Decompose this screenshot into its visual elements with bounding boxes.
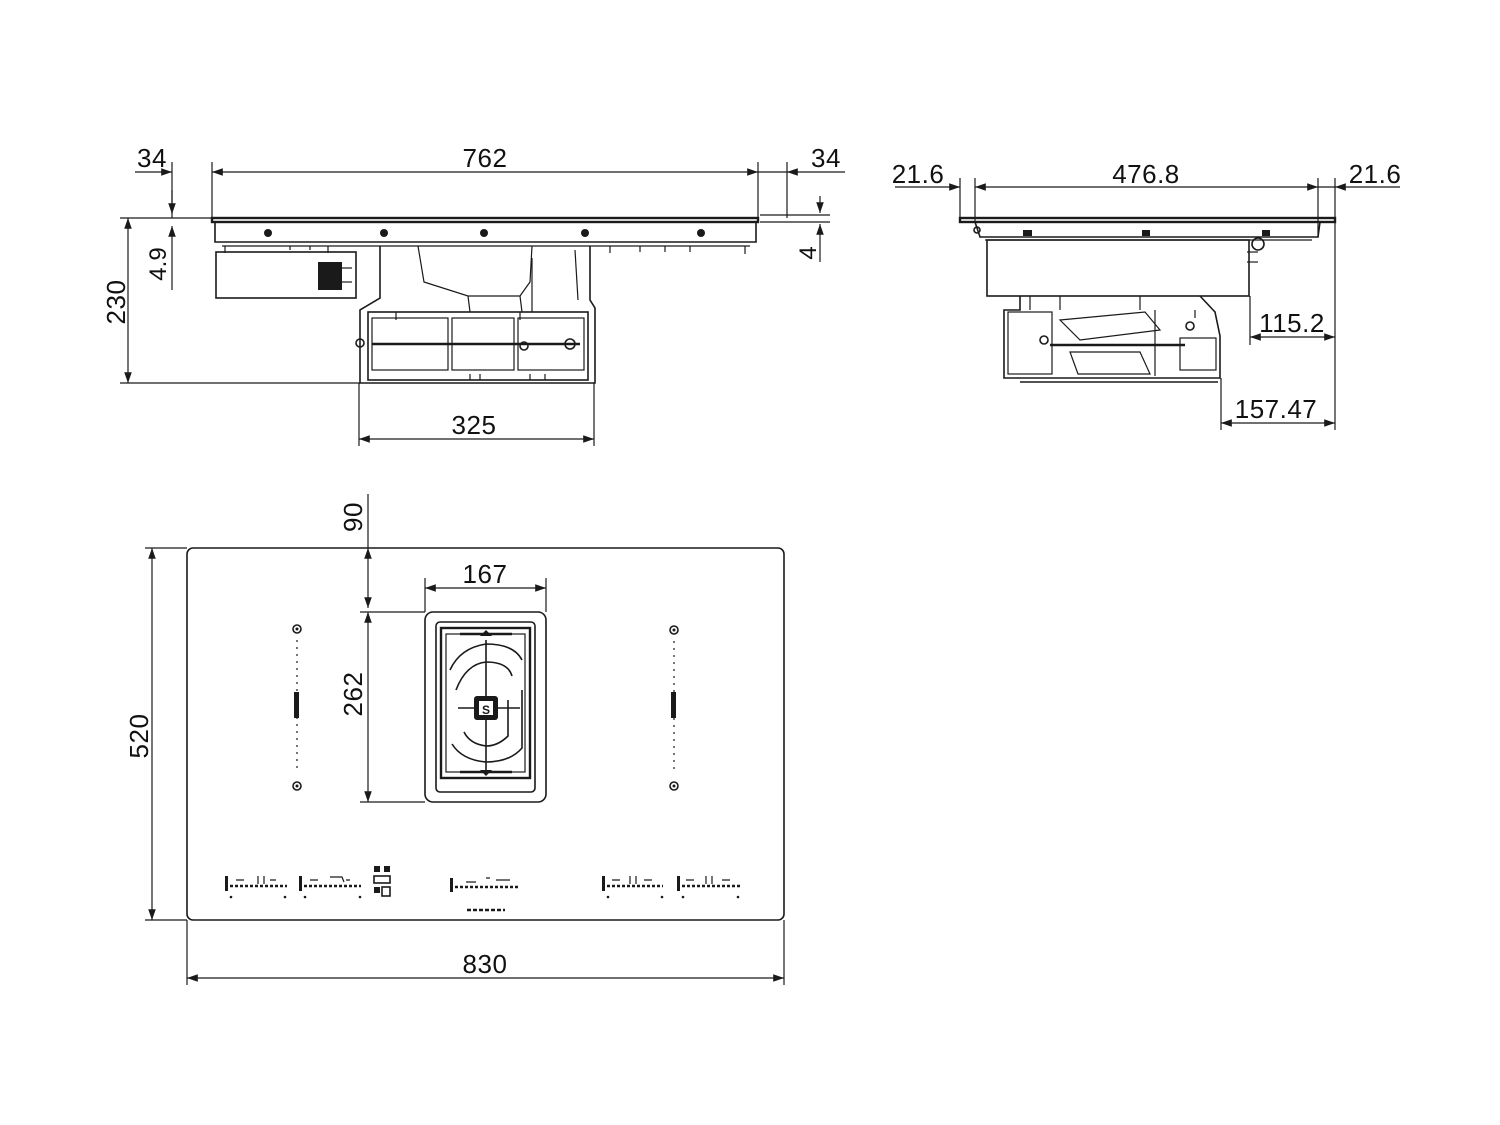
dim-front-flange: 4 (795, 246, 822, 259)
side-glass-top (958, 216, 1337, 224)
dim-side-cutout-depth: 476.8 (1112, 159, 1180, 189)
front-dimensions: 34 762 34 4.9 230 4 325 (101, 143, 845, 446)
side-view (958, 216, 1337, 383)
svg-text:S: S (482, 703, 490, 717)
front-fan-unit (367, 311, 589, 381)
dim-top-width: 830 (463, 949, 508, 979)
dim-top-front-offset: 90 (338, 502, 368, 532)
slider-zone-3 (602, 876, 664, 899)
hob-outline (186, 547, 785, 921)
side-frame (974, 221, 1321, 238)
dim-side-left-overhang: 21.6 (892, 159, 945, 189)
dim-front-total-height: 230 (101, 280, 131, 325)
front-electronics-box (215, 251, 357, 299)
left-zone-markers (292, 624, 302, 791)
front-frame (214, 222, 757, 243)
slider-zone-4 (677, 876, 740, 899)
side-motor (1003, 295, 1221, 379)
dim-top-vent-width: 167 (463, 559, 508, 589)
front-glass-top (210, 216, 760, 224)
dim-front-cutout-width: 762 (463, 143, 508, 173)
dim-top-vent-depth: 262 (338, 672, 368, 717)
dim-front-right-overhang: 34 (811, 143, 841, 173)
slider-zone-1 (225, 876, 287, 899)
dim-side-offset-b: 157.47 (1235, 394, 1318, 424)
right-zone-markers (669, 625, 679, 791)
timer-keys (373, 866, 391, 897)
front-view (210, 216, 760, 384)
side-dimensions: 21.6 476.8 21.6 115.2 157.47 (892, 159, 1402, 430)
front-motor-housing (359, 246, 596, 384)
top-dimensions: 90 167 262 520 830 (124, 494, 785, 985)
side-electronics-box (986, 239, 1250, 297)
dim-top-depth: 520 (124, 714, 154, 759)
dim-front-left-overhang: 34 (137, 143, 167, 173)
dim-side-offset-a: 115.2 (1259, 308, 1325, 338)
dim-side-right-overhang: 21.6 (1349, 159, 1402, 189)
front-connector-block (318, 262, 342, 290)
slider-hood (450, 877, 520, 912)
vent-grille: S (424, 611, 547, 803)
control-panel (225, 866, 740, 912)
slider-zone-2 (299, 876, 362, 899)
dim-front-glass-thickness: 4.9 (145, 247, 172, 280)
dim-front-motor-width: 325 (452, 410, 497, 440)
top-view: S (186, 547, 785, 921)
